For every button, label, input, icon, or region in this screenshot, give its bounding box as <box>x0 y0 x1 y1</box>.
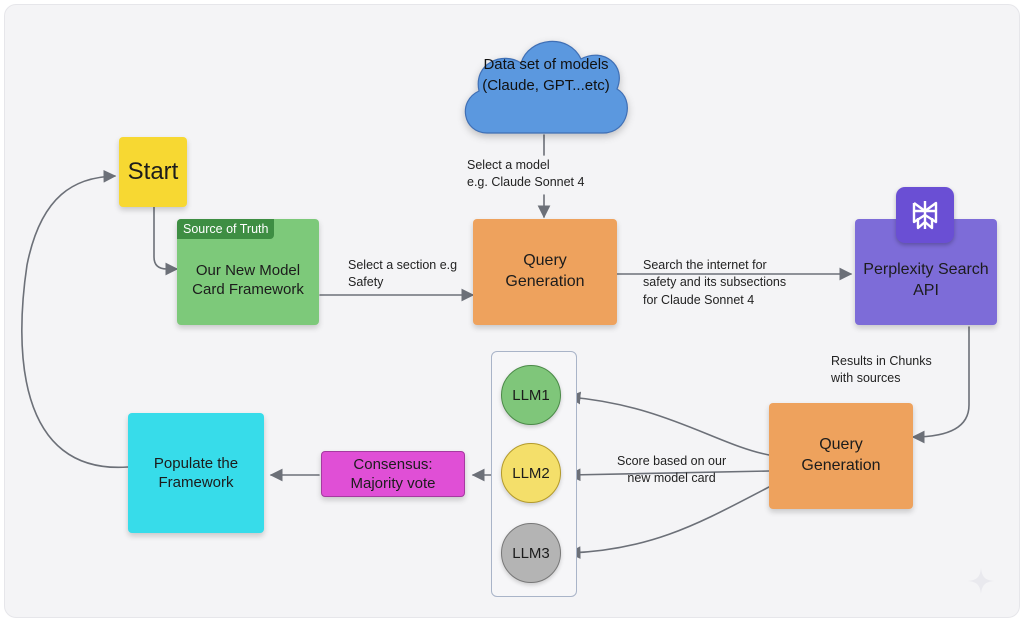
perplexity-logo-icon <box>896 187 954 243</box>
edge-populate-to-start <box>21 169 129 468</box>
diagram-canvas: Start Our New Model Card Framework Sourc… <box>4 4 1020 618</box>
edge-query2-to-llm3 <box>567 486 770 559</box>
edge-label-line: Results in Chunks <box>831 354 932 368</box>
consensus-label: Consensus: Majority vote <box>350 455 436 493</box>
start-node[interactable]: Start <box>119 137 187 207</box>
source-of-truth-badge: Source of Truth <box>177 219 275 239</box>
llm1-label: LLM1 <box>512 386 550 404</box>
edge-label-line: Score based on our <box>617 454 727 468</box>
sparkle-icon <box>968 568 994 594</box>
edge-label-line: new model card <box>627 471 716 486</box>
edge-query2-to-llm2 <box>567 468 770 482</box>
consensus-node[interactable]: Consensus: Majority vote <box>321 451 465 497</box>
edge-label-results-chunks: Results in Chunks with sources <box>831 353 932 388</box>
edge-label-line: safety and its subsections <box>643 275 787 290</box>
framework-label: Our New Model Card Framework <box>192 261 304 299</box>
llm2-node[interactable]: LLM2 <box>501 443 561 503</box>
edge-label-line: e.g. Claude Sonnet 4 <box>467 175 585 190</box>
edge-label-line: Search the internet for <box>643 258 767 272</box>
llm2-label: LLM2 <box>512 464 550 482</box>
edge-label-line: Select a model <box>467 158 550 172</box>
edge-label-line: with sources <box>831 371 901 386</box>
dataset-cloud-shape[interactable] <box>457 33 633 135</box>
edge-label-line: for Claude Sonnet 4 <box>643 292 755 307</box>
edge-label-search-internet: Search the internet for safety and its s… <box>643 257 786 309</box>
query-generation-node-1[interactable]: Query Generation <box>473 219 617 325</box>
query-generation-label-2: Query Generation <box>801 436 881 474</box>
edge-label-line: Select a section e.g <box>348 258 458 272</box>
populate-label: Populate the Framework <box>153 454 239 492</box>
edge-label-select-section: Select a section e.g Safety <box>348 257 457 292</box>
llm1-node[interactable]: LLM1 <box>501 365 561 425</box>
query-generation-node-2[interactable]: Query Generation <box>769 403 913 509</box>
dataset-label: Data set of models (Claude, GPT...etc) <box>482 56 610 94</box>
edge-start-to-framework <box>153 206 179 276</box>
perplexity-label: Perplexity Search API <box>863 261 989 299</box>
edge-query2-to-llm1 <box>567 391 770 456</box>
edge-label-select-model: Select a model e.g. Claude Sonnet 4 <box>467 157 584 192</box>
perplexity-search-node[interactable]: Perplexity Search API <box>855 219 997 325</box>
query-generation-label-1: Query Generation <box>505 252 585 290</box>
start-label: Start <box>127 158 179 186</box>
connector-layer <box>21 134 970 559</box>
populate-framework-node[interactable]: Populate the Framework <box>128 413 264 533</box>
edge-label-score-based: Score based on our new model card <box>617 453 726 488</box>
llm3-label: LLM3 <box>512 544 550 562</box>
llm3-node[interactable]: LLM3 <box>501 523 561 583</box>
edge-label-line: Safety <box>348 275 384 290</box>
edge-perplexity-to-query2 <box>911 326 970 444</box>
